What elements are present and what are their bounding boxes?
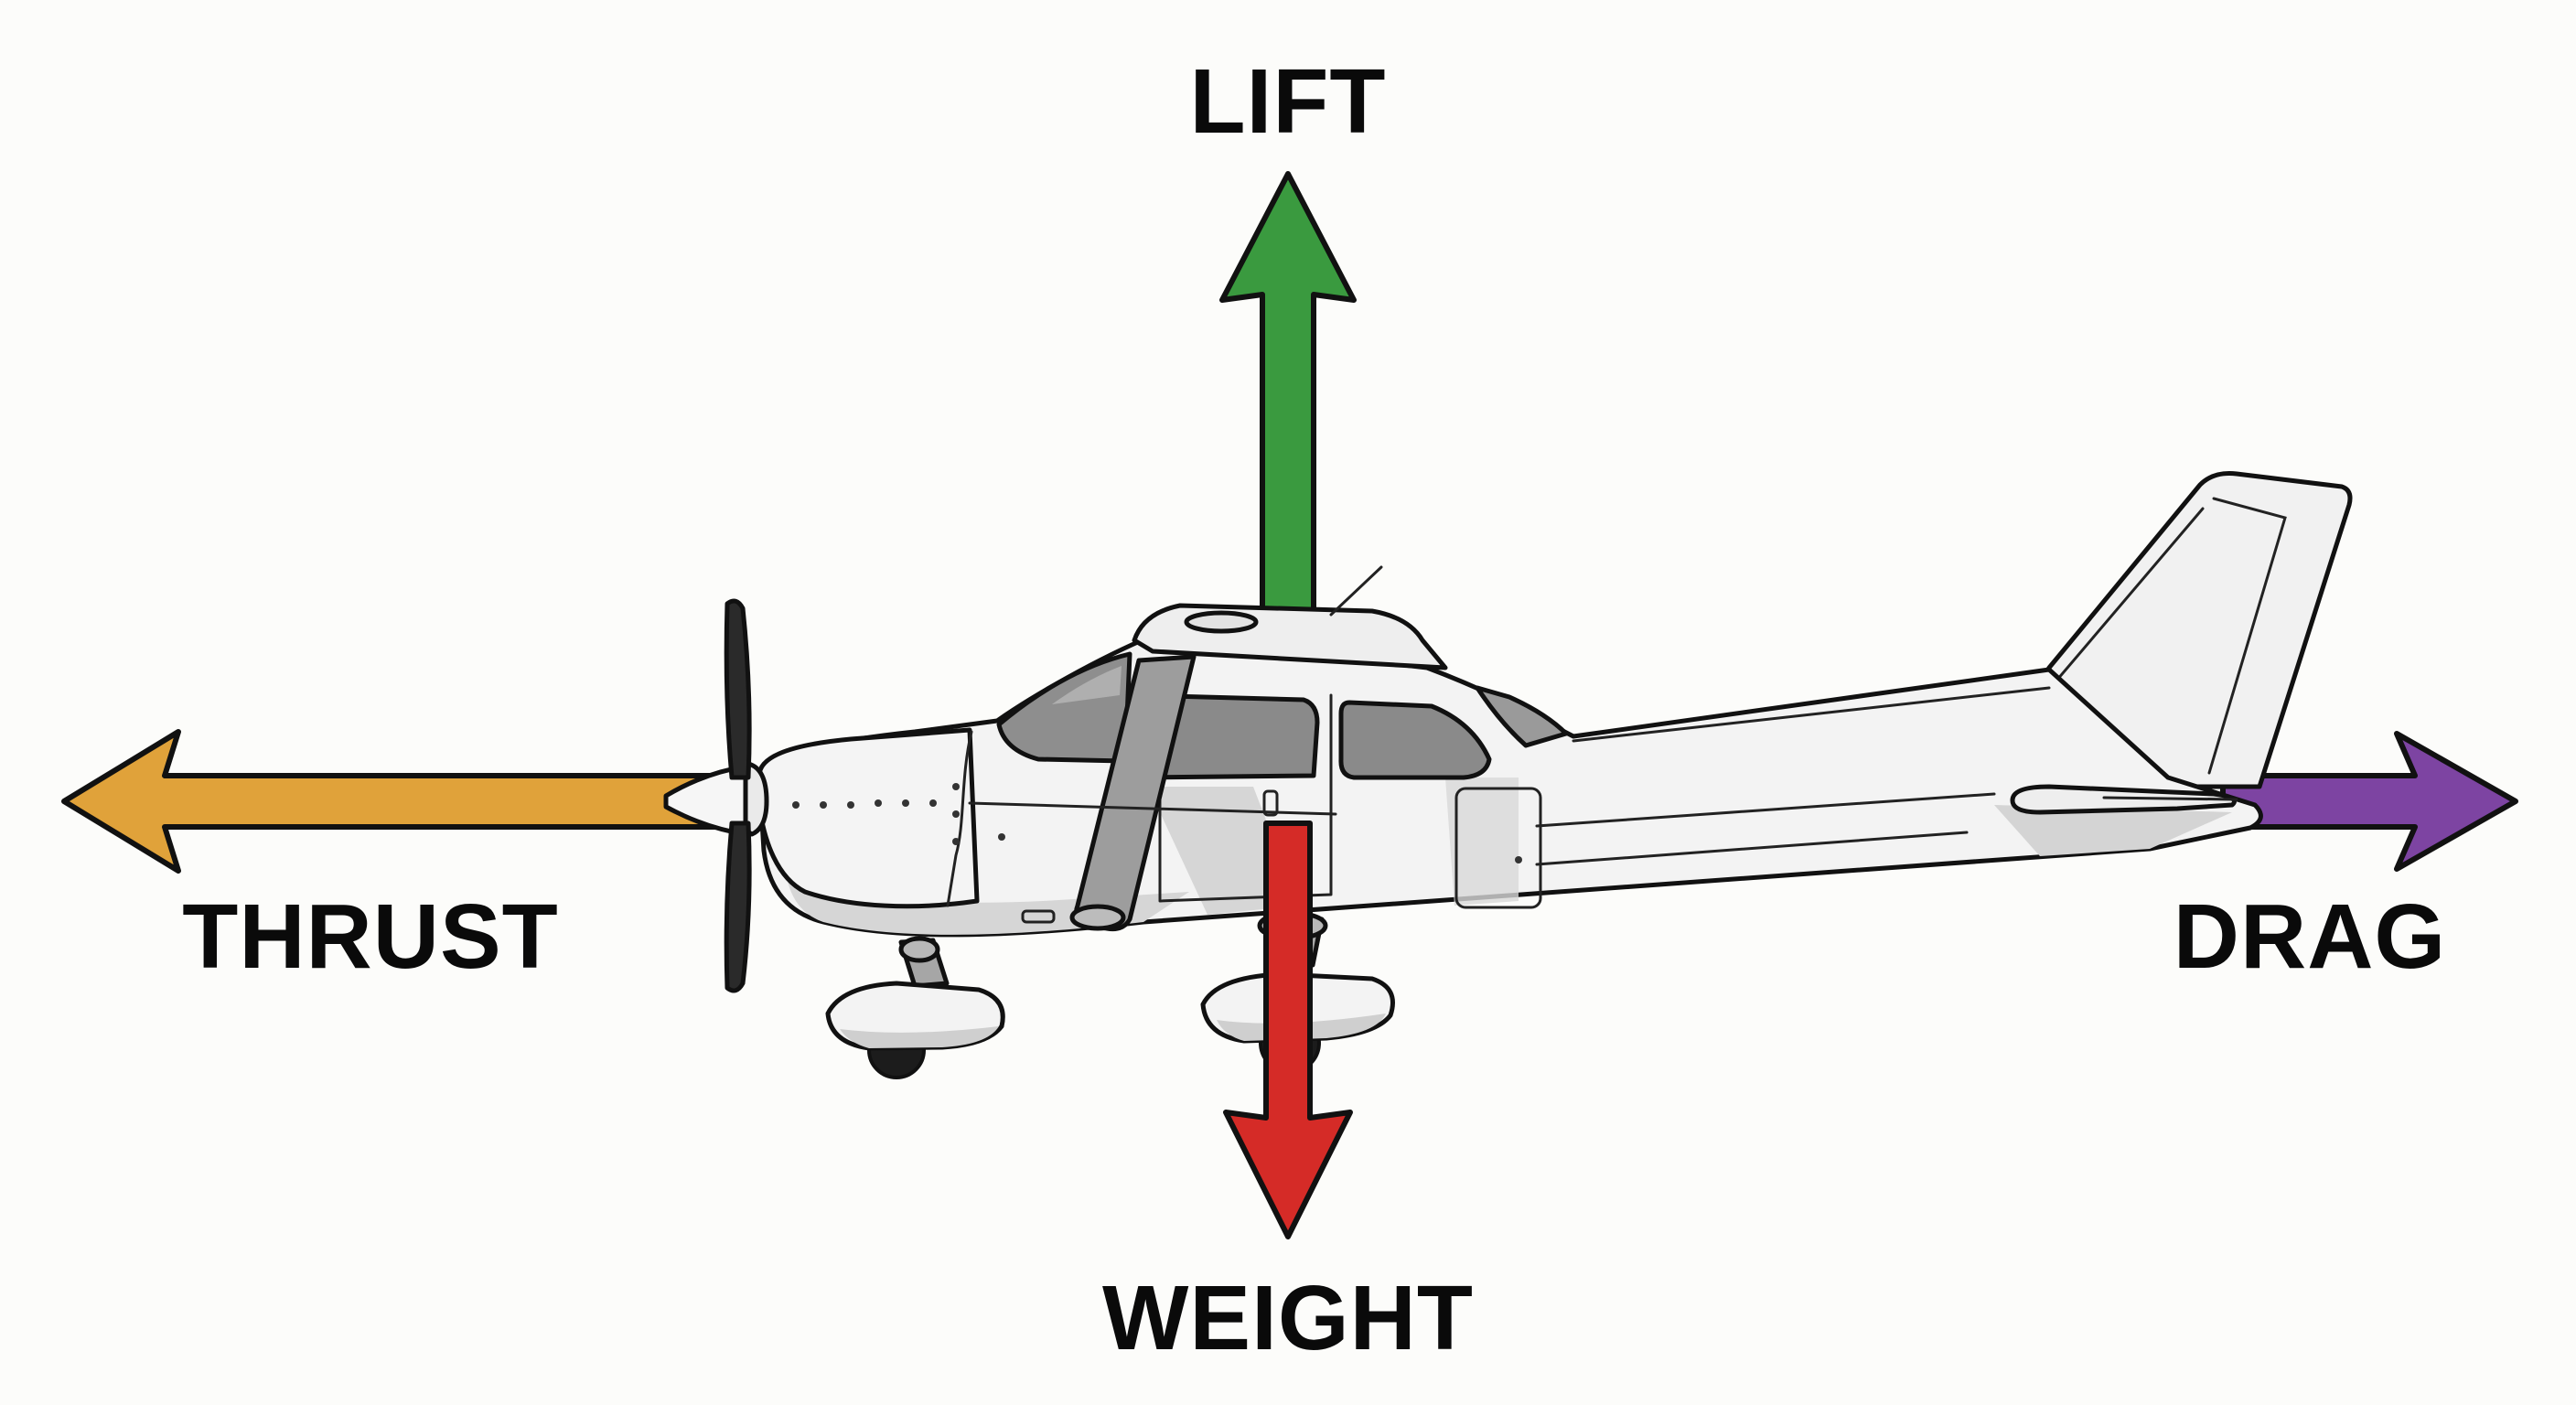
vertical-stabilizer: [2010, 471, 2353, 789]
drag-label: DRAG: [2174, 885, 2446, 988]
fuselage-mid-shadow: [1148, 787, 1299, 915]
windshield: [996, 651, 1132, 764]
stabilizer-line: [2102, 796, 2238, 801]
rudder-line: [2207, 497, 2287, 775]
dorsal-line: [1572, 686, 2051, 743]
weight-arrow: [1223, 820, 1353, 1239]
cowling-seam: [946, 730, 973, 907]
lift-arrow-shape: [1219, 171, 1357, 634]
nose-fairing-shade: [840, 1026, 999, 1048]
thrust-label: THRUST: [182, 885, 559, 988]
weight-label: WEIGHT: [1102, 1267, 1474, 1369]
lift-label: LIFT: [1189, 50, 1386, 153]
antenna: [1329, 565, 1383, 617]
tail-cone-shadow: [1994, 805, 2232, 856]
strut-fitting: [1069, 904, 1126, 931]
weight-arrow-shape: [1223, 820, 1353, 1239]
rear-side-window: [1338, 700, 1492, 780]
fuselage-stripe: [968, 792, 1996, 828]
thrust-arrow: [61, 729, 725, 874]
thrust-arrow-shape: [61, 729, 725, 874]
engine-cowling: [757, 727, 980, 909]
nose-gear-mount: [898, 936, 940, 963]
rivets: [792, 783, 1522, 863]
windshield-glare: [1052, 666, 1122, 704]
aft-window: [1475, 685, 1569, 748]
fuselage-stripe-lower: [1535, 831, 1969, 866]
fuselage-rear-shadow: [1445, 778, 1519, 906]
door-handle: [1262, 789, 1279, 817]
baggage-door: [1454, 787, 1542, 909]
fin-leading-line: [2034, 507, 2205, 706]
roof-vent: [1184, 610, 1259, 634]
propeller-blade-top: [724, 598, 752, 780]
lift-arrow: [1219, 171, 1357, 634]
front-side-window: [1136, 692, 1320, 780]
airplane: [663, 471, 2353, 1079]
propeller-blade-bottom: [724, 820, 752, 993]
step-plate: [1021, 909, 1056, 924]
